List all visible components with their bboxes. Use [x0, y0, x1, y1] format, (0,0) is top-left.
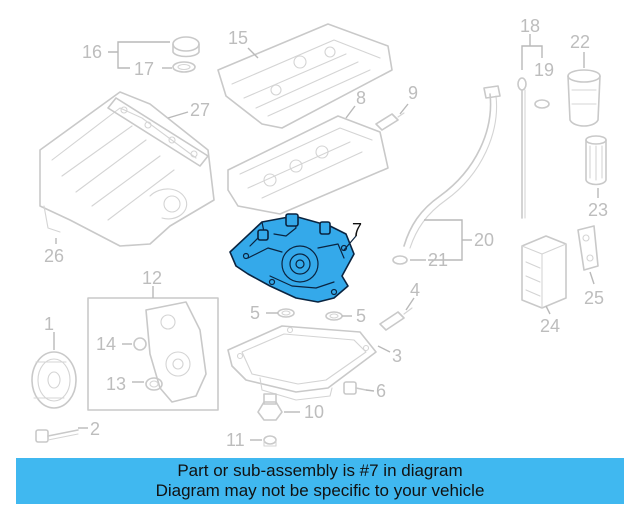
callout-21: 21 — [428, 250, 448, 270]
callout-8: 8 — [356, 88, 366, 108]
callout-6: 6 — [376, 381, 386, 401]
callout-14: 14 — [96, 334, 116, 354]
part-13-seal — [145, 377, 163, 391]
callout-24: 24 — [540, 316, 560, 336]
callout-9: 9 — [408, 83, 418, 103]
part-14-plug — [133, 337, 147, 351]
part-17-cap-seal — [172, 61, 196, 73]
part-5-seal-ring-left — [277, 308, 295, 318]
part-1-crank-pulley — [31, 351, 77, 409]
callout-23: 23 — [588, 200, 608, 220]
part-22-oil-filter — [567, 69, 601, 127]
callout-7: 7 — [352, 220, 362, 240]
part-16-oil-filler-cap — [172, 36, 200, 58]
part-2-bolt — [35, 429, 79, 443]
callout-5-right: 5 — [356, 306, 366, 326]
callout-15: 15 — [228, 28, 248, 48]
part-6-drain-plug — [343, 381, 367, 395]
callout-5-left: 5 — [250, 303, 260, 323]
callout-2: 2 — [90, 419, 100, 439]
part-9-sensor — [375, 112, 405, 131]
callout-4: 4 — [410, 280, 420, 300]
banner-line-2: Diagram may not be specific to your vehi… — [155, 481, 485, 500]
part-21-o-ring — [392, 255, 408, 265]
callout-20: 20 — [474, 230, 494, 250]
part-5-seal-ring-right — [325, 311, 343, 321]
banner-line-1: Part or sub-assembly is #7 in diagram — [177, 461, 463, 480]
callout-22: 22 — [570, 32, 590, 52]
callout-16: 16 — [82, 42, 102, 62]
callout-10: 10 — [304, 402, 324, 422]
part-26-intake-manifold — [39, 91, 215, 247]
callout-25: 25 — [584, 288, 604, 308]
parts-diagram: 1 2 3 4 5 5 6 7 8 9 10 11 12 13 14 15 16… — [31, 16, 608, 450]
callout-12: 12 — [142, 268, 162, 288]
callout-13: 13 — [106, 374, 126, 394]
part-7-oil-pan-upper — [229, 213, 355, 303]
part-27-gasket — [107, 97, 209, 167]
part-18-dipstick — [517, 77, 527, 219]
part-24-oil-cooler — [521, 235, 567, 309]
part-20-dipstick-tube — [403, 85, 501, 249]
callout-19: 19 — [534, 60, 554, 80]
part-23-filter-element — [585, 135, 607, 186]
callout-26: 26 — [44, 246, 64, 266]
part-4-sensor — [379, 307, 413, 331]
part-11-nut — [263, 435, 277, 447]
part-8-cylinder-head — [227, 115, 389, 215]
callout-1: 1 — [44, 314, 54, 334]
callout-3: 3 — [392, 346, 402, 366]
callout-18: 18 — [520, 16, 540, 36]
part-10-level-sensor — [257, 393, 283, 421]
part-15-valve-cover — [217, 23, 393, 129]
part-19-dipstick-seal — [534, 99, 550, 109]
info-banner: Part or sub-assembly is #7 in diagram Di… — [16, 458, 624, 504]
part-3-oil-pan-lower — [227, 325, 377, 401]
callout-17: 17 — [134, 59, 154, 79]
part-25-cooler-gasket — [577, 225, 599, 271]
callout-27: 27 — [190, 100, 210, 120]
callout-11: 11 — [226, 430, 245, 450]
